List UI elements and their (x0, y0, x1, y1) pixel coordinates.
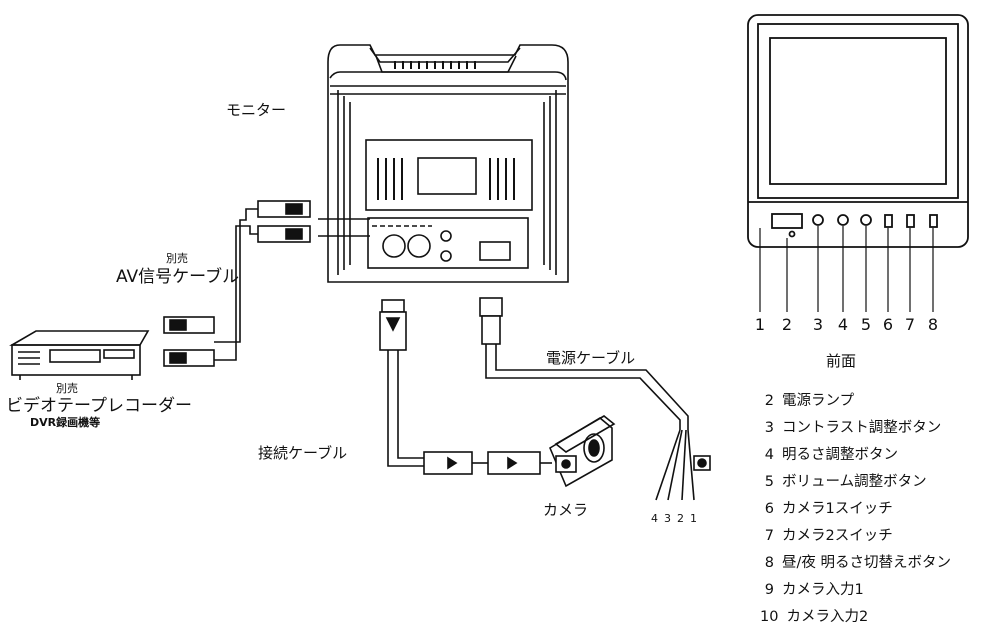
front-panel-leader-lines (759, 226, 934, 312)
legend-item: 7 カメラ2スイッチ (760, 524, 893, 545)
front-panel-number: 4 (837, 315, 849, 334)
vcr-device (9, 330, 150, 380)
legend-number: 9 (764, 582, 774, 598)
front-panel-number: 1 (754, 315, 766, 334)
legend-item: 10 カメラ入力2 (760, 605, 868, 626)
connection-cable (379, 299, 552, 475)
legend-item: 2 電源ランプ (760, 389, 854, 410)
legend-item: 8 昼/夜 明るさ切替えボタン (760, 551, 951, 572)
legend-number: 3 (764, 420, 774, 436)
monitor-front (747, 14, 969, 248)
legend-text: カメラ2スイッチ (782, 528, 893, 544)
legend-number: 7 (764, 528, 774, 544)
camera-device (548, 415, 616, 488)
vcr-label: ビデオテープレコーダー (6, 396, 192, 416)
legend-text: カメラ1スイッチ (782, 501, 893, 517)
legend-number: 6 (764, 501, 774, 517)
front-panel-number: 3 (812, 315, 824, 334)
legend-item: 9 カメラ入力1 (760, 578, 864, 599)
front-panel-number: 5 (860, 315, 872, 334)
front-panel-number: 2 (781, 315, 793, 334)
legend-text: 明るさ調整ボタン (782, 447, 898, 463)
camera-label: カメラ (543, 501, 589, 519)
av-cable-note: 別売 (166, 252, 188, 265)
power-wire-number: 4 (651, 512, 658, 525)
connect-cable-label: 接続ケーブル (258, 444, 348, 462)
av-signal-cable (163, 200, 370, 367)
legend-text: 昼/夜 明るさ切替えボタン (782, 555, 951, 571)
front-panel-number: 6 (882, 315, 894, 334)
front-label: 前面 (826, 352, 857, 370)
power-cable (479, 297, 711, 501)
av-cable-label: AV信号ケーブル (116, 267, 240, 287)
legend-text: カメラ入力2 (786, 609, 869, 625)
dvr-label: DVR録画機等 (30, 416, 101, 429)
legend-number: 10 (760, 609, 779, 625)
monitor-vents (377, 61, 515, 200)
legend-text: ボリューム調整ボタン (782, 474, 927, 490)
legend-item: 5 ボリューム調整ボタン (760, 470, 927, 491)
vcr-note: 別売 (56, 382, 78, 395)
legend-item: 4 明るさ調整ボタン (760, 443, 898, 464)
legend-text: カメラ入力1 (782, 582, 864, 598)
legend-number: 2 (764, 393, 774, 409)
power-wire-number: 3 (664, 512, 671, 525)
legend-text: コントラスト調整ボタン (782, 420, 942, 436)
legend-item: 6 カメラ1スイッチ (760, 497, 893, 518)
front-panel-number: 8 (927, 315, 939, 334)
legend-text: 電源ランプ (782, 393, 855, 409)
legend-number: 4 (764, 447, 774, 463)
legend-number: 5 (764, 474, 774, 490)
legend-number: 8 (764, 555, 774, 571)
power-wire-number: 2 (677, 512, 684, 525)
monitor-label: モニター (226, 101, 287, 119)
legend-item: 3 コントラスト調整ボタン (760, 416, 941, 437)
monitor-rear (327, 44, 569, 283)
power-wire-number: 1 (690, 512, 697, 525)
power-cable-label: 電源ケーブル (546, 349, 636, 367)
front-panel-number: 7 (904, 315, 916, 334)
